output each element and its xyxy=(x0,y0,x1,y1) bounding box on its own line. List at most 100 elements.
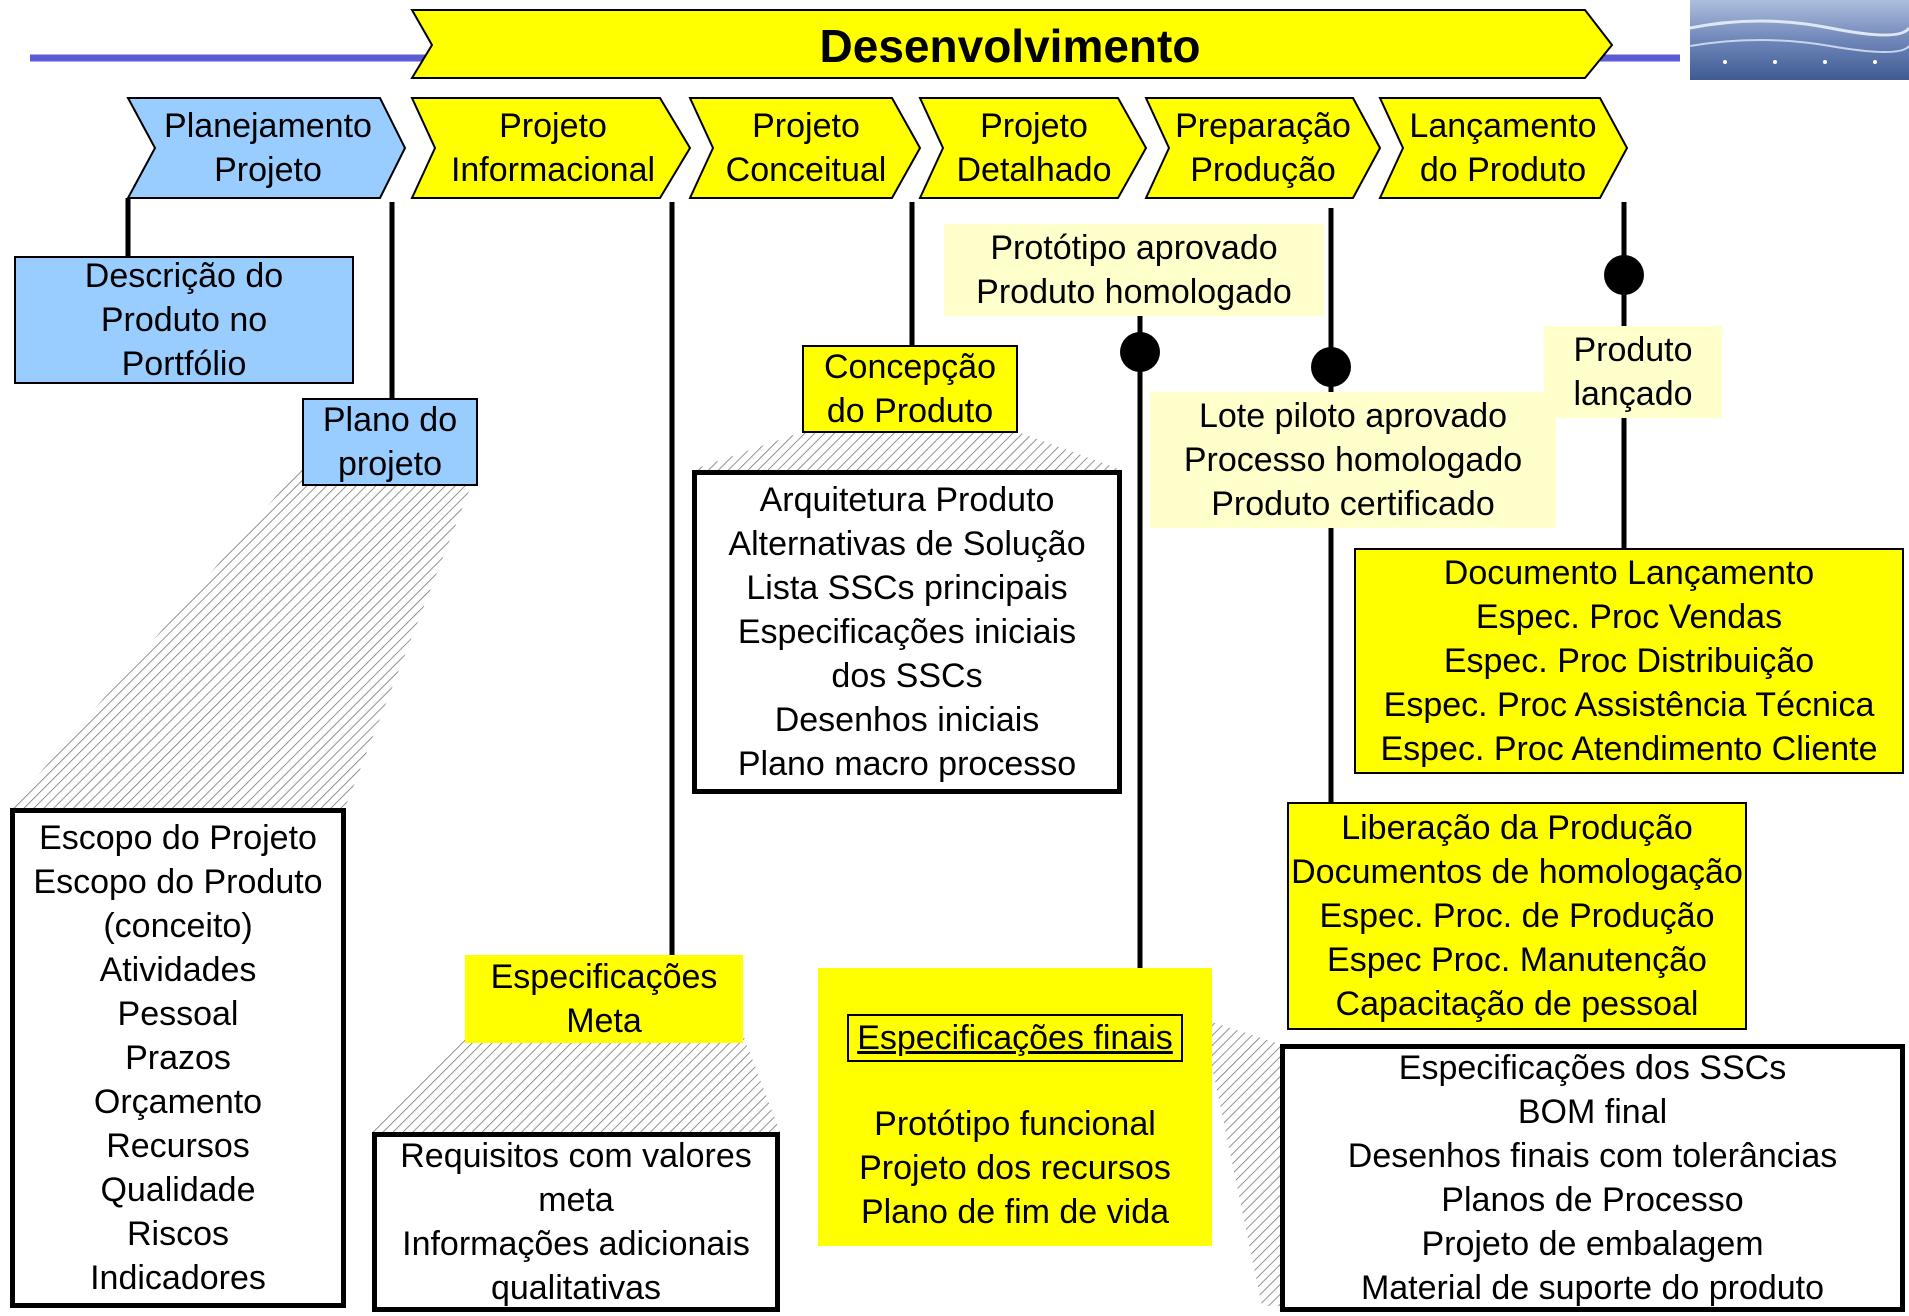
stage-preparacao: Preparação Produção xyxy=(1160,100,1366,196)
stage-conceitual-line-2: Conceitual xyxy=(725,151,887,189)
milestone-lote-piloto: Lote piloto aprovado Processo homologado… xyxy=(1150,392,1556,528)
stage-lancamento: Lançamento do Produto xyxy=(1394,100,1612,196)
meta-line-1: Especificações xyxy=(490,958,718,996)
lancamento-item: Espec. Proc Distribuição xyxy=(1443,642,1815,680)
escopo-item: Pessoal xyxy=(117,995,239,1033)
especificacoes-finais-line: Protótipo funcional xyxy=(874,1105,1156,1143)
escopo-item: Escopo do Projeto xyxy=(39,819,317,857)
arquitetura-item: Plano macro processo xyxy=(737,745,1077,783)
lote-line-1: Lote piloto aprovado xyxy=(1198,397,1508,435)
box-descricao-produto: Descrição do Produto no Portfólio xyxy=(14,256,354,384)
stage-detalhado-line-1: Projeto xyxy=(980,107,1088,145)
sscs-item: Desenhos finais com tolerâncias xyxy=(1347,1137,1838,1175)
stage-chevron-detalhado xyxy=(918,97,1148,199)
escopo-item: Recursos xyxy=(106,1127,250,1165)
plano-line-2: projeto xyxy=(338,445,442,483)
stage-preparacao-line-1: Preparação xyxy=(1175,107,1351,145)
box-especificacoes-finais: Especificações finais Protótipo funciona… xyxy=(818,968,1212,1246)
descricao-line-1: Descrição do xyxy=(84,257,284,295)
stage-planejamento-line-2: Projeto xyxy=(214,151,322,189)
arquitetura-item: Alternativas de Solução xyxy=(728,525,1086,563)
escopo-item: Atividades xyxy=(99,951,257,989)
requisitos-line: Informações adicionais xyxy=(402,1225,750,1263)
escopo-item: Indicadores xyxy=(90,1259,266,1297)
lancamento-item: Espec. Proc Atendimento Cliente xyxy=(1380,730,1878,768)
escopo-item: (conceito) xyxy=(103,907,253,945)
stage-chevron-lancamento xyxy=(1378,97,1629,199)
plano-line-1: Plano do xyxy=(322,401,458,439)
sscs-item: Material de suporte do produto xyxy=(1360,1269,1825,1307)
hatch-finais-to-sscs xyxy=(1212,1022,1280,1306)
milestone-prototipo-aprovado: Protótipo aprovado Produto homologado xyxy=(944,224,1324,316)
lote-line-3: Produto certificado xyxy=(1211,485,1495,523)
meta-line-2: Meta xyxy=(566,1002,642,1040)
hatch-meta-to-requisitos xyxy=(372,1032,780,1132)
stage-chevron-planejamento xyxy=(126,97,407,199)
stage-lancamento-line-1: Lançamento xyxy=(1409,107,1597,145)
requisitos-line: qualitativas xyxy=(490,1269,662,1307)
requisitos-line: Requisitos com valores xyxy=(400,1137,752,1175)
milestone-produto-lancado: Produto lançado xyxy=(1544,326,1722,418)
banner-title: Desenvolvimento xyxy=(819,20,1201,72)
stage-preparacao-line-2: Produção xyxy=(1190,151,1336,189)
escopo-item: Escopo do Produto xyxy=(33,863,323,901)
arquitetura-item: Desenhos iniciais xyxy=(774,701,1040,739)
sscs-item: Projeto de embalagem xyxy=(1421,1225,1764,1263)
arquitetura-item: dos SSCs xyxy=(831,657,983,695)
box-escopo-list: Escopo do Projeto Escopo do Produto (con… xyxy=(10,808,346,1308)
requisitos-line: meta xyxy=(538,1181,614,1219)
liberacao-item: Liberação da Produção xyxy=(1341,809,1693,847)
lancamento-item: Espec. Proc Assistência Técnica xyxy=(1383,686,1875,724)
stage-informacional-line-2: Informacional xyxy=(450,151,656,189)
especificacoes-finais-line: Plano de fim de vida xyxy=(860,1193,1170,1231)
especificacoes-finais-line: Projeto dos recursos xyxy=(859,1149,1171,1187)
box-especificacoes-sscs: Especificações dos SSCs BOM final Desenh… xyxy=(1280,1044,1905,1312)
sscs-item: Planos de Processo xyxy=(1441,1181,1744,1219)
descricao-line-3: Portfólio xyxy=(121,345,247,383)
concepcao-line-1: Concepção xyxy=(823,348,996,386)
especificacoes-finais-title: Especificações finais xyxy=(847,1014,1183,1062)
lancamento-item: Espec. Proc Vendas xyxy=(1475,598,1783,636)
lancado-line-2: lançado xyxy=(1573,375,1693,413)
stage-chevron-preparacao xyxy=(1144,97,1382,199)
descricao-line-2: Produto no xyxy=(100,301,268,339)
stage-detalhado: Projeto Detalhado xyxy=(936,100,1132,196)
banner-arrow xyxy=(410,9,1614,79)
lancamento-item: Documento Lançamento xyxy=(1443,554,1815,592)
box-requisitos: Requisitos com valores meta Informações … xyxy=(372,1132,780,1312)
box-concepcao-produto: Concepção do Produto xyxy=(802,345,1018,433)
prototipo-line-1: Protótipo aprovado xyxy=(990,229,1278,267)
stage-planejamento: Planejamento Projeto xyxy=(148,100,388,196)
corner-logo xyxy=(1689,0,1909,80)
sscs-item: Especificações dos SSCs xyxy=(1398,1049,1787,1087)
escopo-item: Qualidade xyxy=(100,1171,256,1209)
stage-informacional-line-1: Projeto xyxy=(499,107,607,145)
stage-lancamento-line-2: do Produto xyxy=(1419,151,1587,189)
milestone-dot-detalhado xyxy=(1120,332,1160,372)
concepcao-line-2: do Produto xyxy=(826,392,994,430)
arquitetura-item: Especificações iniciais xyxy=(737,613,1077,651)
prototipo-line-2: Produto homologado xyxy=(976,273,1292,311)
stage-planejamento-line-1: Planejamento xyxy=(164,107,372,145)
liberacao-item: Capacitação de pessoal xyxy=(1335,985,1699,1023)
liberacao-item: Documentos de homologação xyxy=(1291,853,1743,891)
lancado-line-1: Produto xyxy=(1573,331,1693,369)
stage-detalhado-line-2: Detalhado xyxy=(956,151,1112,189)
liberacao-item: Espec Proc. Manutenção xyxy=(1327,941,1707,979)
stage-conceitual: Projeto Conceitual xyxy=(706,100,906,196)
milestone-dot-preparacao xyxy=(1311,347,1351,387)
stage-chevron-informacional xyxy=(410,97,692,199)
stage-conceitual-line-1: Projeto xyxy=(752,107,860,145)
hatch-concepcao-to-arquitetura xyxy=(692,432,1122,470)
box-liberacao-producao: Liberação da Produção Documentos de homo… xyxy=(1287,802,1747,1030)
box-especificacoes-meta: Especificações Meta xyxy=(465,955,743,1043)
arquitetura-item: Arquitetura Produto xyxy=(759,481,1055,519)
box-arquitetura-list: Arquitetura Produto Alternativas de Solu… xyxy=(692,470,1122,794)
hatch-plano-to-escopo xyxy=(10,468,478,808)
escopo-item: Prazos xyxy=(125,1039,231,1077)
arquitetura-item: Lista SSCs principais xyxy=(746,569,1068,607)
box-documento-lancamento: Documento Lançamento Espec. Proc Vendas … xyxy=(1354,548,1904,774)
lote-line-2: Processo homologado xyxy=(1183,441,1523,479)
box-plano-projeto: Plano do projeto xyxy=(302,398,478,486)
